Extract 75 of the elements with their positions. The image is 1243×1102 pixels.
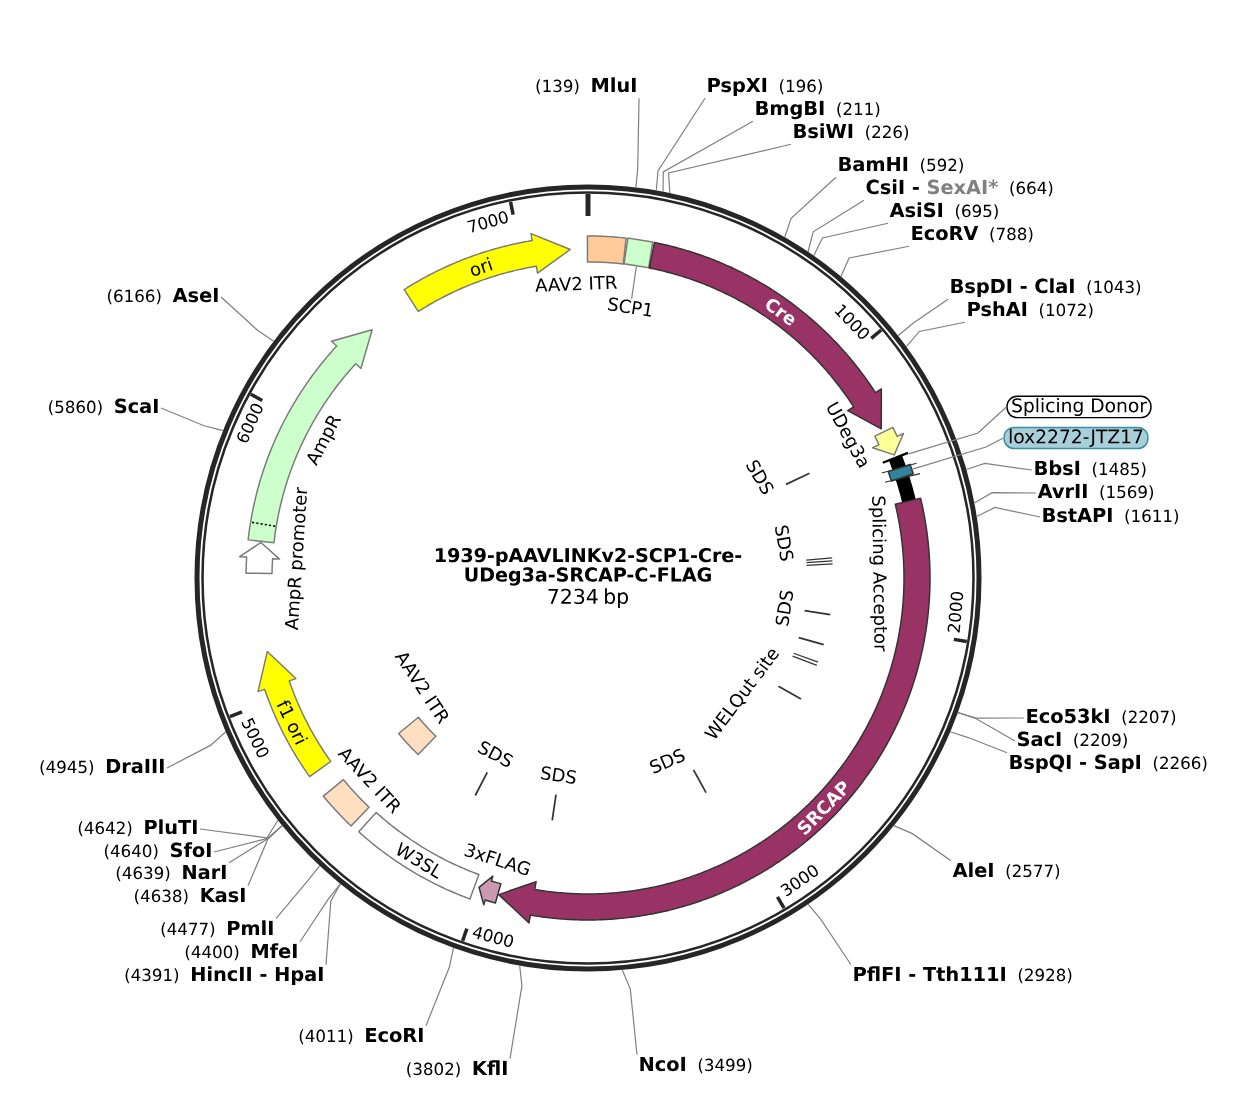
- leader-line: [655, 97, 706, 192]
- site-label: (4011) EcoRI: [299, 1027, 423, 1045]
- leader-line: [199, 819, 279, 839]
- leader-line: [911, 437, 1004, 470]
- site-label: BspQI - SapI (2266): [1010, 754, 1207, 773]
- leader-line: [325, 883, 341, 966]
- leader-line: [905, 321, 966, 348]
- leader-line: [807, 199, 865, 253]
- leader-line: [908, 406, 1007, 455]
- callout-box: Splicing Donor: [1006, 395, 1152, 419]
- site-label: BspDI - ClaI (1043): [951, 278, 1141, 297]
- site-label: BmgBI (211): [756, 100, 880, 120]
- site-label: (5860) ScaI: [49, 398, 158, 416]
- site-label: (4477) PmlI: [161, 920, 273, 938]
- node-label: Splicing Acceptor: [868, 496, 887, 652]
- leader-line: [840, 245, 910, 278]
- site-label: AleI (2577): [952, 862, 1060, 880]
- leader-line: [807, 903, 852, 966]
- leader-line: [965, 462, 1033, 471]
- feature-box: [881, 462, 921, 483]
- leader-line: [425, 947, 455, 1027]
- leader-line: [976, 506, 1041, 518]
- site-label: NcoI (3499): [640, 1056, 752, 1074]
- leader-line: [784, 176, 837, 238]
- leader-line: [957, 711, 1016, 742]
- leader-line: [160, 407, 224, 432]
- site-label: (4400) MfeI: [185, 943, 297, 961]
- leader-line: [220, 296, 275, 342]
- leader-line: [973, 492, 1037, 504]
- leader-line: [813, 222, 889, 257]
- site-label: (4391) HincII - HpaI: [125, 966, 323, 985]
- site-label: (4638) KasI: [135, 887, 245, 905]
- site-label: PshAI (1072): [968, 301, 1093, 319]
- site-label: AvrII (1569): [1037, 483, 1154, 501]
- site-label: (139) MluI: [536, 77, 636, 95]
- site-label: Eco53kI (2207): [1027, 708, 1176, 726]
- leader-line: [897, 298, 949, 337]
- site-label: BamHI (592): [839, 156, 963, 174]
- leader-line: [509, 964, 523, 1060]
- site-tick: [882, 451, 909, 464]
- leader-line: [631, 265, 637, 300]
- scale-label: 4000: [472, 926, 514, 947]
- scale-label: 2000: [947, 592, 964, 633]
- site-label: (4642) PluTI: [78, 819, 197, 837]
- site-label: AsiSI (695): [889, 202, 998, 220]
- leader-line: [621, 969, 638, 1056]
- leader-line: [635, 97, 640, 188]
- callout-box: lox2272-JTZ17: [1003, 426, 1149, 450]
- leader-line: [662, 120, 754, 193]
- site-label: (4639) NarI: [116, 864, 226, 882]
- site-label: SDS: [649, 748, 685, 774]
- leader-line: [299, 883, 341, 943]
- feature-label: SCP1: [607, 297, 651, 317]
- site-label: CsiI - SexAI* (664): [866, 179, 1053, 197]
- site-label: BsiWI (226): [794, 123, 908, 141]
- site-label: BbsI (1485): [1035, 460, 1146, 478]
- site-label: EcoRV (788): [912, 225, 1033, 243]
- leader-line: [949, 731, 1008, 754]
- site-label: SDS: [540, 766, 576, 784]
- site-label: SDS: [775, 525, 794, 561]
- leader-line: [667, 143, 792, 194]
- site-label: (3802) KflI: [407, 1060, 507, 1078]
- site-label: (6166) AseI: [107, 287, 218, 305]
- feature-box: [623, 237, 654, 269]
- site-label: PflFI - Tth111I (2928): [854, 966, 1072, 984]
- site-label: BstAPI (1611): [1043, 507, 1179, 525]
- site-label: (4945) DraIII: [40, 758, 164, 776]
- leader-line: [166, 731, 227, 769]
- site-label: SDS: [775, 590, 794, 626]
- site-label: PspXI (196): [708, 77, 822, 96]
- site-label: SacI (2209): [1018, 731, 1127, 749]
- leader-line: [275, 865, 321, 920]
- leader-line: [893, 825, 952, 862]
- site-label: (4640) SfoI: [104, 842, 211, 860]
- leader-line: [213, 825, 283, 853]
